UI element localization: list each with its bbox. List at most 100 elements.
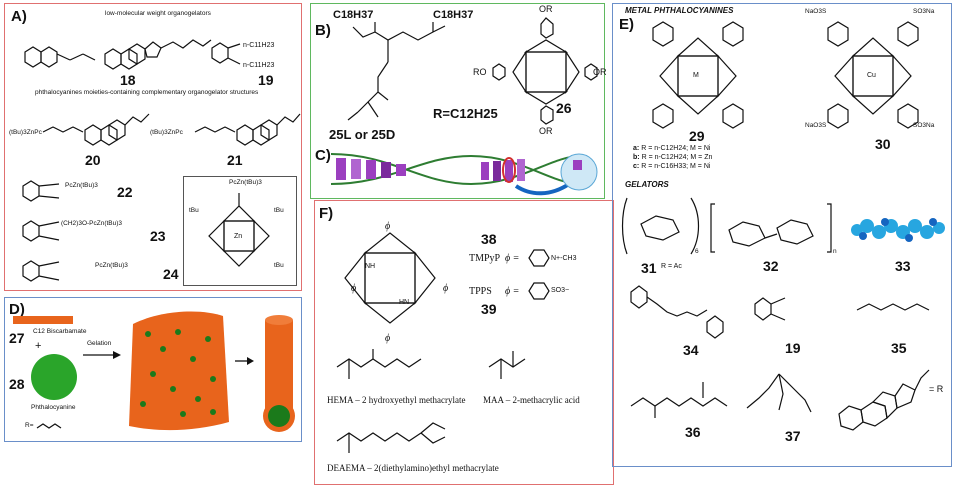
panel-e: E) METAL PHTHALOCYANINES M 29 a: R = n-C… [612, 3, 952, 467]
phi-eq-38: ϕ = [505, 253, 520, 264]
or-bottom: OR [539, 126, 553, 136]
panel-f: F) ϕ ϕ ϕ ϕ NH HN 38 TMPyP ϕ = N+-CH3 39 … [314, 200, 614, 485]
phi-bottom: ϕ [385, 333, 391, 344]
structure-35 [856, 303, 930, 311]
compound-34-label: 34 [683, 342, 699, 358]
biscarbamate-label: C12 Biscarbamate [33, 328, 87, 335]
maa-structure [488, 351, 526, 379]
curved-gel-sheet [129, 311, 229, 431]
gel-fiber-tube [263, 315, 295, 432]
compound-36-label: 36 [685, 424, 701, 440]
m-label: M [693, 72, 699, 79]
phi-top: ϕ [385, 221, 391, 232]
structure-26 [492, 17, 598, 125]
compound-24-label: 24 [163, 266, 179, 282]
structure-19-e [754, 297, 786, 321]
zn-pc-structure [208, 193, 270, 267]
compound-33-label: 33 [895, 258, 911, 274]
chain-c11-top: n-C11H23 [243, 42, 275, 49]
panel-b: B) C18H37 C18H37 25L or 25D OR RO OR OR … [310, 3, 607, 199]
panel-e-label: E) [619, 16, 634, 33]
hn-label: HN [399, 299, 410, 306]
phthalocyanine-disk [31, 354, 77, 400]
assembly-arrow [235, 357, 254, 365]
r-ac-label: R = Ac [661, 263, 682, 270]
compound-18-label: 18 [120, 72, 136, 88]
r-def-26: R=C12H25 [433, 106, 498, 121]
phi-left: ϕ [351, 283, 357, 294]
pczn-22: PcZn(tBu)3 [65, 182, 98, 189]
deaema-structure [336, 422, 446, 453]
structure-33-model [851, 218, 945, 242]
compound-26-label: 26 [556, 100, 572, 116]
compound-30-label: 30 [875, 136, 891, 152]
compound-19-e-label: 19 [785, 340, 801, 356]
compound-22-label: 22 [117, 184, 133, 200]
structure-32 [710, 203, 832, 253]
panel-f-label: F) [319, 205, 334, 222]
sub-n-32: n [833, 248, 837, 255]
tpps-label: TPPS [469, 286, 492, 297]
ro-left: RO [473, 67, 487, 77]
zn-label: Zn [234, 233, 243, 240]
pc-group-20: (tBu)3ZnPc [9, 129, 42, 136]
legend-29: a: R = n-C12H24; M = Ni b: R = n-C12H24;… [633, 144, 712, 171]
structure-36 [630, 382, 728, 418]
panel-a-label: A) [11, 8, 27, 25]
pczn-box: PcZn(tBu)3 [229, 179, 262, 186]
r-def-d: R= [25, 422, 34, 429]
nh-label: NH [365, 263, 376, 270]
compound-27-label: 27 [9, 330, 25, 346]
ch3-label: N+-CH3 [551, 255, 577, 262]
or-right: OR [593, 67, 607, 77]
heading-gelators: GELATORS [625, 180, 669, 189]
biscarbamate-bar [13, 316, 73, 324]
tbu-1: tBu [189, 207, 199, 214]
panel-c-label: C) [315, 147, 331, 164]
compound-35-label: 35 [891, 340, 907, 356]
chain-c11-bottom: n-C11H23 [243, 62, 275, 69]
structure-21 [194, 113, 301, 146]
or-top: OR [539, 4, 553, 14]
compound-19-label: 19 [258, 72, 274, 88]
pyridinium-ring [528, 249, 550, 267]
legend-row: c: R = n-C16H33; M = Ni [633, 163, 711, 170]
nao3s-top: NaO3S [805, 8, 827, 15]
structure-37 [746, 373, 812, 413]
compound-39-label: 39 [481, 301, 497, 317]
compound-37-label: 37 [785, 428, 801, 444]
panel-d: D) 27 C12 Biscarbamate + 28 Phthalocyani… [4, 297, 302, 442]
compound-28-label: 28 [9, 376, 25, 392]
compound-32-label: 32 [763, 258, 779, 274]
eq-r-label: = R [929, 384, 944, 394]
heading-metal-pc: METAL PHTHALOCYANINES [625, 6, 734, 15]
structure-34 [630, 285, 724, 339]
structure-19 [211, 42, 241, 65]
so3na-bottom: SO3Na [913, 122, 935, 129]
compound-21-label: 21 [227, 152, 243, 168]
compound-23-label: 23 [150, 228, 166, 244]
porphyrin-core [344, 232, 436, 324]
nao3s-bottom: NaO3S [805, 122, 827, 129]
compound-25-label: 25L or 25D [329, 127, 396, 142]
structure-18 [24, 39, 212, 70]
helix-segments [336, 158, 525, 182]
r-chain [36, 423, 62, 429]
tmpyp-label: TMPyP [469, 253, 501, 264]
legend-row: b: R = n-C12H24; M = Zn [633, 154, 713, 161]
compound-31-label: 31 [641, 260, 657, 276]
phi-right: ϕ [443, 283, 449, 294]
structure-31 [621, 197, 700, 255]
panel-a: A) low-molecular weight organogelators 1… [4, 3, 302, 291]
pczn-24: PcZn(tBu)3 [95, 262, 128, 269]
gelation-label: Gelation [87, 340, 112, 347]
tbu-3: tBu [274, 262, 284, 269]
maa-label: MAA – 2-methacrylic acid [483, 395, 580, 405]
so3-label: SO3− [551, 287, 570, 294]
pc-group-21: (tBu)3ZnPc [150, 129, 183, 136]
deaema-label: DEAEMA – 2(diethylamino)ethyl methacryla… [327, 463, 499, 473]
ch2-link-23: (CH2)3O-PcZn(tBu)3 [61, 220, 123, 227]
helix-diagram [330, 153, 598, 196]
compound-29-label: 29 [689, 128, 705, 144]
heading-lmw: low-molecular weight organogelators [105, 10, 211, 17]
